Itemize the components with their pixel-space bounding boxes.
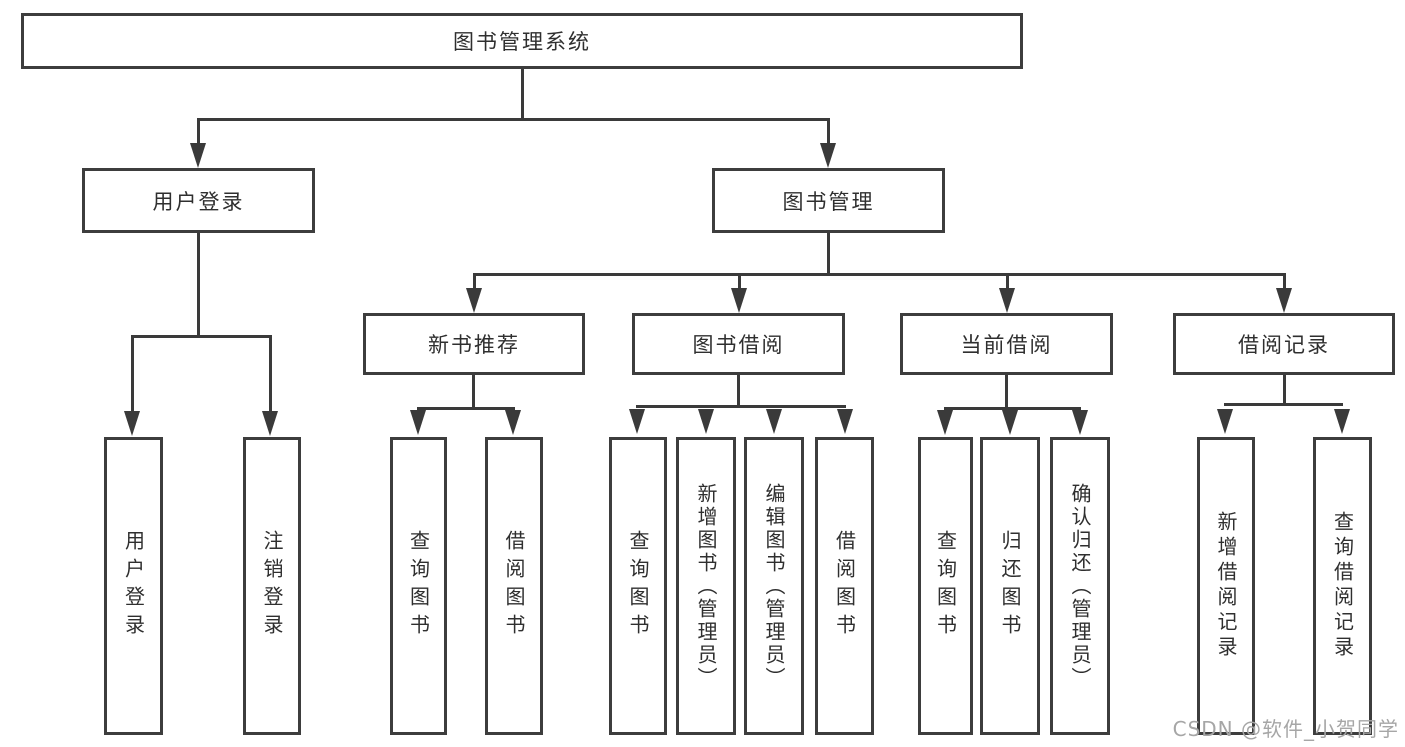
leaf-nb-borrow-books-label: 借阅图书 xyxy=(502,530,526,642)
arrowhead-leaf-nb-query xyxy=(410,410,426,435)
leaf-nb-query-books: 查询图书 xyxy=(390,437,447,735)
leaf-logout: 注销登录 xyxy=(243,437,301,735)
leaf-rc-add-record-label: 新增借阅记录 xyxy=(1214,511,1238,661)
connector-records-stem xyxy=(1283,375,1286,403)
connector-borrowing-stem xyxy=(737,375,740,405)
leaf-bw-query-books: 查询图书 xyxy=(609,437,667,735)
connector-drop-borrowing xyxy=(738,273,741,291)
leaf-bw-borrow-books: 借阅图书 xyxy=(815,437,874,735)
arrowhead-current xyxy=(999,288,1015,313)
connector-drop-leaf-login xyxy=(131,335,134,413)
leaf-bw-borrow-books-label: 借阅图书 xyxy=(832,530,857,642)
connector-drop-leaf-logout xyxy=(269,335,272,413)
connector-book-mgmt-stem xyxy=(827,233,830,273)
leaf-cu-return-books-label: 归还图书 xyxy=(998,530,1022,642)
leaf-user-login: 用户登录 xyxy=(104,437,163,735)
leaf-user-login-label: 用户登录 xyxy=(121,530,146,642)
arrowhead-leaf-bw-edit xyxy=(766,409,782,434)
arrowhead-records xyxy=(1276,288,1292,313)
arrowhead-leaf-bw-query xyxy=(629,409,645,434)
node-new-books-label: 新书推荐 xyxy=(428,333,520,357)
connector-user-login-stem xyxy=(197,233,200,335)
arrowhead-leaf-bw-borrow xyxy=(837,409,853,434)
leaf-logout-label: 注销登录 xyxy=(260,530,284,642)
leaf-cu-return-books: 归还图书 xyxy=(980,437,1040,735)
leaf-bw-add-books-admin-label: 新增图书（管理员） xyxy=(694,482,718,690)
node-records-label: 借阅记录 xyxy=(1238,333,1330,357)
connector-drop-current xyxy=(1006,273,1009,291)
leaf-bw-query-books-label: 查询图书 xyxy=(626,530,650,642)
node-root-label: 图书管理系统 xyxy=(453,30,591,54)
leaf-nb-borrow-books: 借阅图书 xyxy=(485,437,543,735)
node-book-mgmt: 图书管理 xyxy=(712,168,945,233)
leaf-rc-query-record: 查询借阅记录 xyxy=(1313,437,1372,735)
arrowhead-leaf-cu-query xyxy=(937,410,953,435)
leaf-bw-edit-books-admin-label: 编辑图书（管理员） xyxy=(762,482,786,690)
leaf-bw-edit-books-admin: 编辑图书（管理员） xyxy=(744,437,804,735)
node-new-books: 新书推荐 xyxy=(363,313,585,375)
leaf-rc-query-record-label: 查询借阅记录 xyxy=(1330,511,1355,661)
leaf-cu-confirm-return-admin-label: 确认归还（管理员） xyxy=(1068,482,1092,690)
arrowhead-book-mgmt xyxy=(820,143,836,168)
csdn-watermark: CSDN @软件_小贺同学 xyxy=(1172,717,1399,741)
leaf-bw-add-books-admin: 新增图书（管理员） xyxy=(676,437,736,735)
connector-root-stem xyxy=(521,69,524,118)
node-book-mgmt-label: 图书管理 xyxy=(782,189,875,214)
arrowhead-leaf-logout xyxy=(262,411,278,436)
node-borrowing: 图书借阅 xyxy=(632,313,845,375)
leaf-cu-query-books: 查询图书 xyxy=(918,437,973,735)
leaf-cu-query-books-label: 查询图书 xyxy=(933,530,958,642)
connector-user-login-bar xyxy=(131,335,272,338)
node-borrowing-label: 图书借阅 xyxy=(692,333,785,357)
node-user-login-label: 用户登录 xyxy=(152,189,245,214)
arrowhead-borrowing xyxy=(731,288,747,313)
arrowhead-leaf-rc-add xyxy=(1217,409,1233,434)
arrowhead-leaf-cu-confirm xyxy=(1072,410,1088,435)
arrowhead-leaf-nb-borrow xyxy=(505,410,521,435)
connector-drop-user-login xyxy=(197,118,200,146)
connector-records-bar xyxy=(1224,403,1343,406)
node-current: 当前借阅 xyxy=(900,313,1113,375)
connector-drop-book-mgmt xyxy=(827,118,830,146)
connector-level3-bar xyxy=(473,273,1285,276)
arrowhead-user-login xyxy=(190,143,206,168)
leaf-cu-confirm-return-admin: 确认归还（管理员） xyxy=(1050,437,1110,735)
arrowhead-leaf-rc-query xyxy=(1334,409,1350,434)
connector-current-bar xyxy=(944,407,1081,410)
connector-level2-bar xyxy=(197,118,830,121)
node-records: 借阅记录 xyxy=(1173,313,1395,375)
leaf-rc-add-record: 新增借阅记录 xyxy=(1197,437,1255,735)
node-current-label: 当前借阅 xyxy=(960,333,1053,357)
leaf-nb-query-books-label: 查询图书 xyxy=(406,530,431,642)
connector-borrowing-bar xyxy=(636,405,846,408)
node-user-login: 用户登录 xyxy=(82,168,315,233)
connector-drop-new-books xyxy=(473,273,476,291)
arrowhead-leaf-cu-return xyxy=(1002,410,1018,435)
connector-current-stem xyxy=(1005,375,1008,407)
node-root: 图书管理系统 xyxy=(21,13,1023,69)
connector-new-books-stem xyxy=(472,375,475,407)
arrowhead-leaf-login xyxy=(124,411,140,436)
connector-new-books-bar xyxy=(417,407,515,410)
arrowhead-leaf-bw-add xyxy=(698,409,714,434)
connector-drop-records xyxy=(1283,273,1286,291)
arrowhead-new-books xyxy=(466,288,482,313)
